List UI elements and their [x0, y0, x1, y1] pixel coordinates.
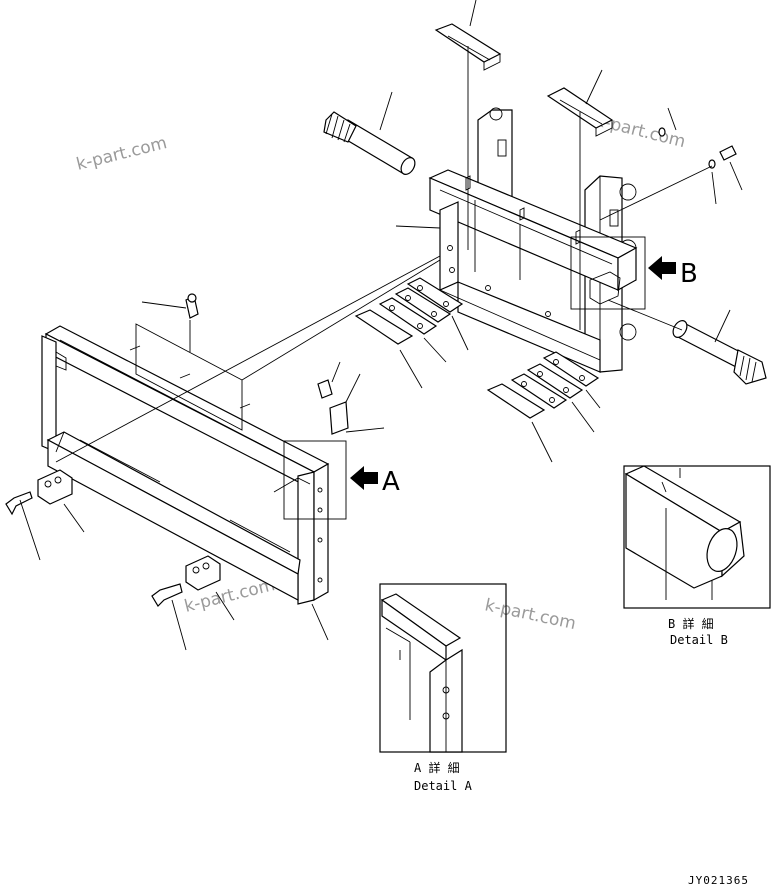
wear-pads-upper [354, 277, 469, 389]
upper-carriage [428, 107, 646, 373]
detail-b-panel: B 詳 細 Detail B [623, 465, 771, 647]
stopper-right [151, 555, 329, 651]
view-arrow-a: A [350, 466, 400, 497]
detail-a-frame [283, 440, 347, 520]
lower-frame [41, 225, 441, 605]
detail-b-frame [570, 236, 646, 310]
small-fittings [599, 107, 743, 221]
watermark-4: k-part.com [483, 595, 578, 634]
pin-right [607, 299, 767, 385]
stopper-left [5, 469, 85, 561]
view-arrow-b: B [648, 256, 698, 289]
pin-left [323, 91, 416, 175]
svg-text:A: A [382, 467, 400, 497]
grease-fitting-left [141, 293, 199, 352]
wear-pads-lower [486, 351, 601, 463]
upper-bracket-2 [546, 69, 614, 330]
svg-text:B: B [680, 259, 698, 289]
upper-bracket-1 [434, 0, 502, 250]
detail-b-caption-jp: B 詳 細 [668, 616, 714, 631]
fitting-centre [317, 361, 361, 435]
watermark-1: k-part.com [74, 133, 169, 175]
drawing-code: JY021365 [688, 874, 749, 887]
detail-a-panel: A 詳 細 Detail A [379, 583, 507, 793]
detail-a-caption-en: Detail A [414, 779, 473, 793]
detail-a-caption-jp: A 詳 細 [414, 760, 460, 775]
detail-b-caption-en: Detail B [670, 633, 728, 647]
